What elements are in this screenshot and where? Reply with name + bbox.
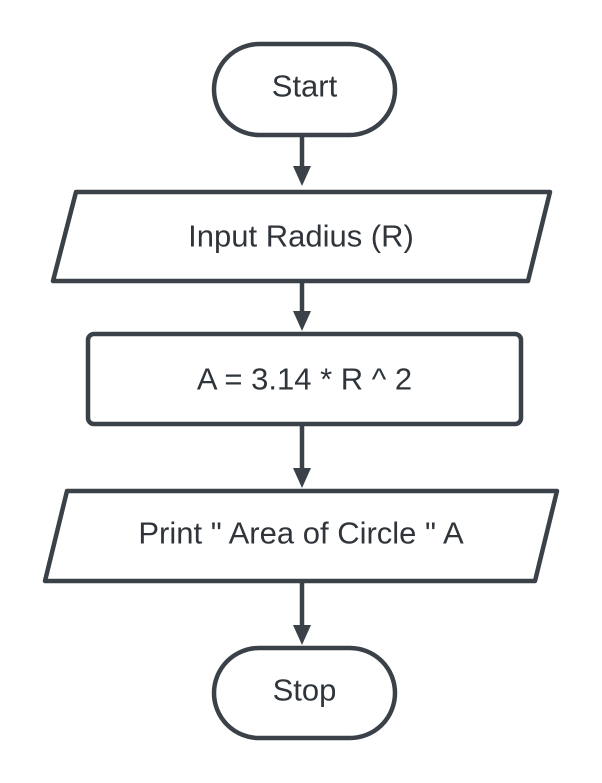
edge-input-to-process (293, 281, 311, 331)
input-label: Input Radius (R) (188, 219, 414, 254)
process-node: A = 3.14 * R ^ 2 (85, 331, 524, 427)
stop-terminator-shape (211, 645, 398, 741)
edge-start-to-input (293, 135, 311, 186)
output-node: Print " Area of Circle " A (42, 488, 560, 584)
start-terminator-shape (211, 41, 398, 138)
input-node: Input Radius (R) (50, 189, 553, 284)
process-label: A = 3.14 * R ^ 2 (197, 362, 412, 397)
process-rectangle-shape (85, 331, 524, 427)
output-label: Print " Area of Circle " A (138, 516, 464, 551)
start-label: Start (272, 69, 338, 104)
edge-process-to-output (293, 424, 311, 488)
input-parallelogram-shape (50, 189, 553, 284)
stop-label: Stop (273, 673, 337, 708)
start-node: Start (211, 41, 398, 138)
output-parallelogram-shape (42, 488, 560, 584)
edge-output-to-stop (293, 581, 311, 645)
stop-node: Stop (211, 645, 398, 741)
